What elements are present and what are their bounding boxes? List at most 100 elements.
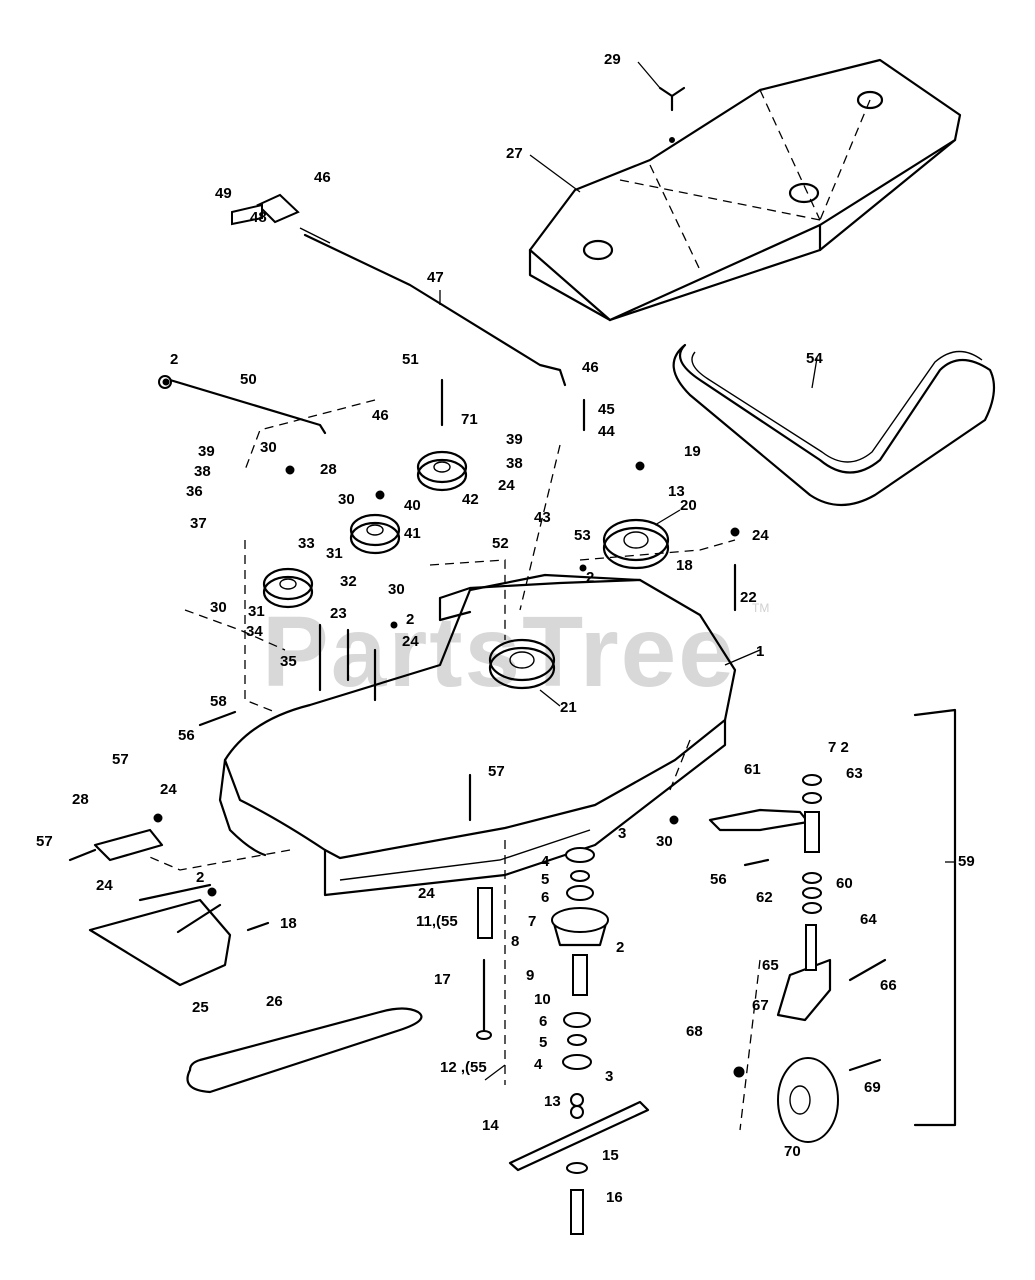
callout-24: 24 (402, 633, 419, 650)
callout-53: 53 (574, 527, 591, 544)
callout-49: 49 (215, 185, 232, 202)
callout-46: 46 (372, 407, 389, 424)
callout-2: 2 (586, 569, 594, 586)
callout-57: 57 (36, 833, 53, 850)
spindle-shaft-17 (476, 887, 493, 1040)
drive-belt (672, 343, 996, 506)
callout-24: 24 (96, 877, 113, 894)
watermark-text: PartsTree (262, 596, 736, 708)
callout-24: 24 (498, 477, 515, 494)
callout-69: 69 (864, 1079, 881, 1096)
callout-2: 2 (616, 939, 624, 956)
callout-6: 6 (539, 1013, 547, 1030)
callout-42: 42 (462, 491, 479, 508)
callout-70: 70 (784, 1143, 801, 1160)
callout-26: 26 (266, 993, 283, 1010)
callout-50: 50 (240, 371, 257, 388)
caster-assembly (708, 708, 957, 1143)
callout-30: 30 (338, 491, 355, 508)
deck-belt (186, 1007, 423, 1094)
callout-30: 30 (210, 599, 227, 616)
callout-2: 2 (406, 611, 414, 628)
callout-28: 28 (72, 791, 89, 808)
mower-deck (218, 573, 737, 897)
callout-45: 45 (598, 401, 615, 418)
callout-63: 63 (846, 765, 863, 782)
callout-9: 9 (526, 967, 534, 984)
callout-31: 31 (326, 545, 343, 562)
callout-4: 4 (541, 853, 550, 870)
callout-24: 24 (418, 885, 435, 902)
callout-57: 57 (488, 763, 505, 780)
callout-48: 48 (250, 209, 267, 226)
callout-29: 29 (604, 51, 621, 68)
callout-47: 47 (427, 269, 444, 286)
assembly-lines (144, 399, 761, 1131)
callout-64: 64 (860, 911, 877, 928)
callout-32: 32 (340, 573, 357, 590)
callout-31: 31 (248, 603, 265, 620)
callout-59: 59 (958, 853, 975, 870)
pulley-20 (602, 518, 670, 570)
callout-60: 60 (836, 875, 853, 892)
callout-28: 28 (320, 461, 337, 478)
bracket-28 (93, 828, 164, 862)
callout-44: 44 (598, 423, 615, 440)
callout-5: 5 (539, 1034, 547, 1051)
callout-35: 35 (280, 653, 297, 670)
callout-68: 68 (686, 1023, 703, 1040)
callout-13: 13 (544, 1093, 561, 1110)
callout-43: 43 (534, 509, 551, 526)
callout-46: 46 (582, 359, 599, 376)
callout-17: 17 (434, 971, 451, 988)
callout-58: 58 (210, 693, 227, 710)
discharge-chute (88, 883, 232, 987)
callout-40: 40 (404, 497, 421, 514)
callout-72: 7 2 (828, 739, 849, 756)
callout-21: 21 (560, 699, 577, 716)
callout-15: 15 (602, 1147, 619, 1164)
pulley-31-upper (349, 513, 401, 555)
callout-25: 25 (192, 999, 209, 1016)
callout-1: 1 (756, 643, 764, 660)
mower-blade (508, 1100, 650, 1172)
callout-33: 33 (298, 535, 315, 552)
callout-10: 10 (534, 991, 551, 1008)
callout-24: 24 (160, 781, 177, 798)
callout-39: 39 (198, 443, 215, 460)
callout-38: 38 (506, 455, 523, 472)
pulley-top (416, 450, 468, 492)
callout-61: 61 (744, 761, 761, 778)
callout-66: 66 (880, 977, 897, 994)
spindle-assembly (551, 847, 609, 1235)
callout-41: 41 (404, 525, 421, 542)
callout-30: 30 (388, 581, 405, 598)
callout-13: 13 (668, 483, 685, 500)
callout-37: 37 (190, 515, 207, 532)
callout-5: 5 (541, 871, 549, 888)
watermark-trademark: TM (752, 601, 769, 615)
callout-20: 20 (680, 497, 697, 514)
callout-24: 24 (752, 527, 769, 544)
callout-34: 34 (246, 623, 263, 640)
callout-3: 3 (605, 1068, 613, 1085)
callout-65: 65 (762, 957, 779, 974)
callout-22: 22 (740, 589, 757, 606)
belt-cover (528, 58, 962, 322)
hardware-small (68, 378, 770, 1078)
callout-7: 7 (528, 913, 536, 930)
callout-30: 30 (656, 833, 673, 850)
callout-71: 71 (461, 411, 478, 428)
callout-46: 46 (314, 169, 331, 186)
callout-27: 27 (506, 145, 523, 162)
callout-51: 51 (402, 351, 419, 368)
control-rod (231, 193, 567, 387)
callout-16: 16 (606, 1189, 623, 1206)
callout-56: 56 (178, 727, 195, 744)
callout-12-55: 12 ,(55 (440, 1059, 487, 1076)
callout-6: 6 (541, 889, 549, 906)
callout-23: 23 (330, 605, 347, 622)
pulley-31-lower (262, 567, 314, 609)
